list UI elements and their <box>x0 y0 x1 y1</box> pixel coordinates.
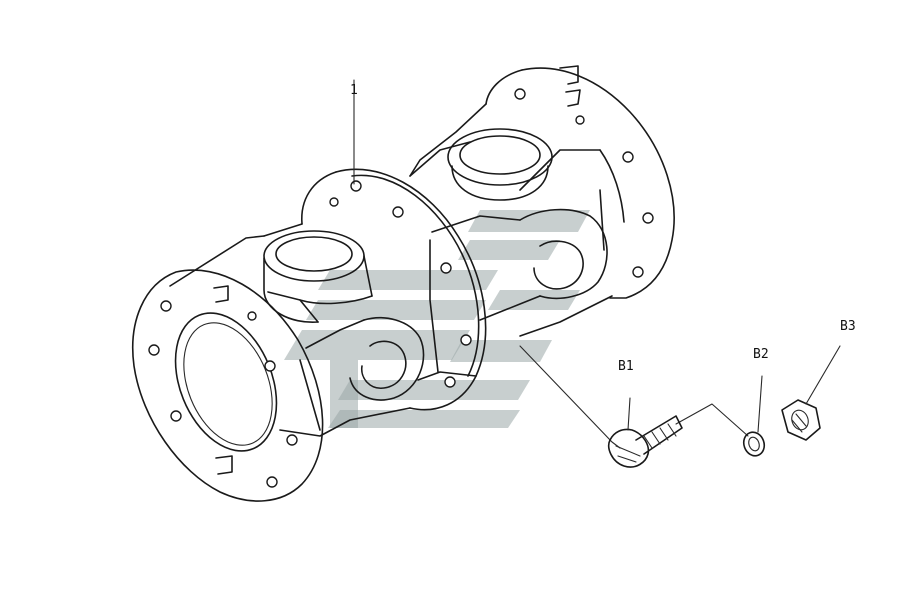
callout-label-b1: B1 <box>618 359 634 374</box>
watermark-logo-icon <box>284 210 590 428</box>
nut-b3 <box>781 345 841 441</box>
callout-label-1: 1 <box>350 83 358 98</box>
bolt-b1 <box>608 397 683 468</box>
callout-label-b2: B2 <box>753 347 769 362</box>
callout-label-b3: B3 <box>840 319 856 334</box>
rear-flange <box>485 65 675 299</box>
centre-shaft <box>409 141 541 381</box>
washer-b2 <box>742 375 766 457</box>
rear-yoke <box>409 103 613 337</box>
universal-joint-assembly <box>132 65 675 502</box>
front-flange <box>132 269 324 502</box>
assembly-guide-line <box>519 345 749 449</box>
centre-flange <box>301 168 487 411</box>
